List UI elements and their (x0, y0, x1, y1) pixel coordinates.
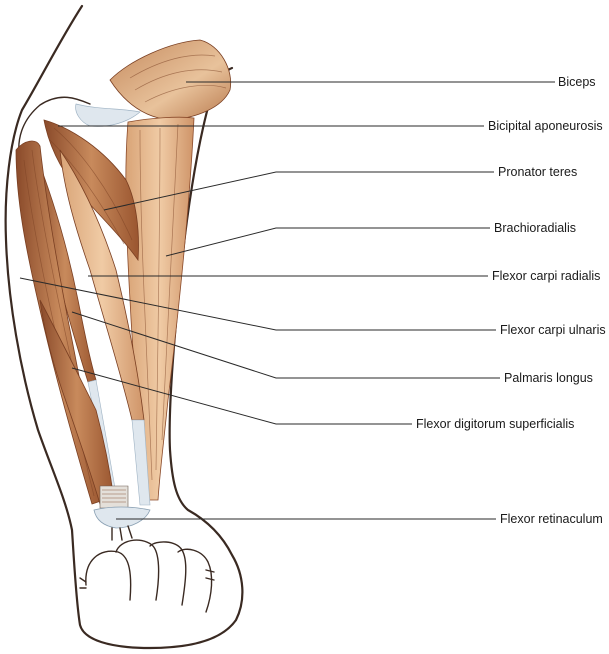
bicipital-aponeurosis-shape (75, 103, 141, 127)
leader-brachioradialis (165, 227, 490, 257)
label-biceps: Biceps (558, 75, 596, 89)
hand-fist (79, 539, 215, 613)
flexor-carpi-radialis-muscle (59, 149, 151, 506)
label-palmaris-longus: Palmaris longus (504, 371, 593, 385)
leader-flexor-carpi-ulnaris (19, 277, 496, 331)
flexor-retinaculum-shape (93, 506, 151, 541)
label-flexor-carpi-radialis: Flexor carpi radialis (492, 269, 600, 283)
label-flexor-digitorum-superficialis: Flexor digitorum superficialis (416, 417, 574, 431)
biceps-muscle (109, 39, 232, 121)
label-brachioradialis: Brachioradialis (494, 221, 576, 235)
leader-palmaris-longus (71, 311, 500, 379)
leader-flexor-digitorum-superficialis (71, 367, 412, 425)
leader-lines (19, 81, 555, 520)
label-pronator-teres: Pronator teres (498, 165, 577, 179)
flexor-digitorum-superficialis-muscle (39, 299, 129, 509)
labels: Biceps Bicipital aponeurosis Pronator te… (416, 75, 606, 526)
brachioradialis-muscle (125, 116, 195, 501)
leader-pronator-teres (103, 171, 494, 211)
label-bicipital-aponeurosis: Bicipital aponeurosis (488, 119, 603, 133)
label-flexor-carpi-ulnaris: Flexor carpi ulnaris (500, 323, 606, 337)
label-flexor-retinaculum: Flexor retinaculum (500, 512, 603, 526)
